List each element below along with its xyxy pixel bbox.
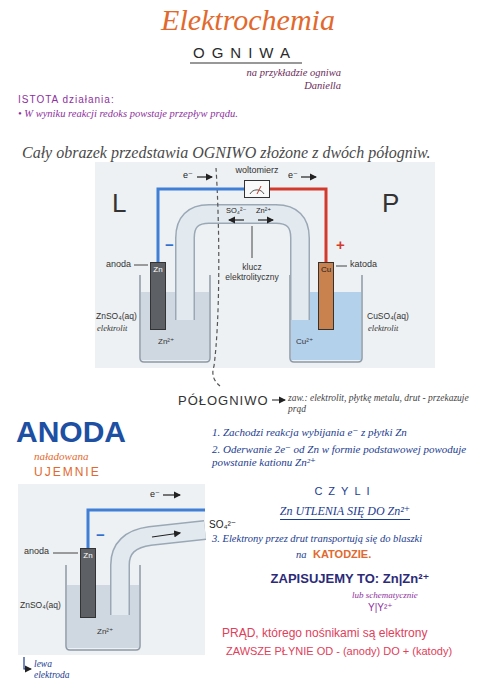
polarity-sign: − (165, 236, 174, 254)
electrode-plate: Zn (150, 262, 166, 330)
section-note: naładowana (34, 450, 88, 463)
ion-label: Cu²⁺ (296, 337, 313, 347)
highlight-word: KATODZIE. (313, 548, 371, 561)
electrode-symbol: Cu (321, 265, 331, 275)
subtitle-note: na przykładzie ogniwa Daniella (236, 67, 341, 92)
section-heading: ISTOTA działania: (18, 94, 115, 106)
pointer-arrow (272, 399, 285, 400)
electron-arrow (301, 176, 316, 177)
part-label: elektrolit (97, 323, 127, 333)
ion-label: SO₄²⁻ (226, 206, 246, 215)
part-label: katoda (350, 259, 377, 270)
wire (158, 189, 244, 262)
bullet-note: • W wyniku reakcji redoks powstaje przep… (18, 108, 238, 121)
leader-line (53, 553, 78, 554)
key-statement: Zn UTLENIA SIĘ DO Zn²⁺ (280, 504, 410, 520)
ion-arrow (258, 219, 273, 220)
salt-bridge-inner (185, 214, 300, 320)
electrode-symbol: Zn (83, 551, 92, 561)
step-text: na (296, 549, 307, 562)
title: Elektrochemia (161, 2, 335, 38)
leader-line (336, 266, 347, 267)
photo-background (95, 162, 435, 368)
polarity-sign: − (96, 526, 105, 544)
underline (190, 62, 302, 63)
intro-sentence: Cały obrazek przedstawia OGNIWO złożone … (22, 143, 431, 162)
step-text: 3. Elektrony przez drut transportują się… (212, 533, 422, 546)
half-cell-boundary (213, 168, 220, 386)
device-label: woltomierz (236, 165, 279, 176)
salt-bridge-inner (120, 530, 205, 615)
section-note: UJEMNIE (34, 465, 101, 479)
ion-label: Zn²⁺ (97, 627, 113, 637)
electron-arrow (163, 494, 180, 495)
step-text: 2. Oderwanie 2e⁻ od Zn w formie podstawo… (212, 443, 484, 469)
solution-label: CuSO₄(aq) (367, 311, 409, 321)
side-letter: L (112, 188, 126, 219)
dial-needle (257, 186, 261, 194)
electrode-symbol: Zn (153, 265, 162, 275)
part-label: klucz elektrolityczny (221, 262, 283, 282)
voltmeter-dial (245, 181, 269, 197)
connector-word: CZYLI (314, 485, 375, 498)
ion-arrow (229, 219, 244, 220)
wire (88, 510, 205, 548)
leader-line (252, 226, 253, 258)
pointer-arrow (24, 657, 31, 669)
electron-label: e⁻ (150, 489, 160, 500)
wire (270, 189, 326, 262)
notation-note: lub schematycznie (352, 590, 418, 601)
electron-label: e⁻ (183, 170, 193, 181)
side-letter: P (382, 188, 399, 219)
section-heading: ANODA (16, 414, 126, 450)
part-note: lewa elektroda (34, 659, 89, 682)
rule-text: ZAWSZE PŁYNIE OD - (anody) DO + (katody) (226, 645, 452, 658)
notation: ZAPISUJEMY TO: Zn|Zn²⁺ (271, 571, 430, 587)
photo-background (18, 484, 205, 655)
term-definition: zaw.: elektrolit, płytkę metalu, drut - … (288, 393, 483, 416)
leader-line (134, 265, 148, 266)
solution-label: ZnSO₄(aq) (96, 311, 137, 321)
notation: Y|Y²⁺ (368, 602, 393, 614)
salt-bridge (185, 214, 300, 320)
ion-label: SO₄²⁻ (209, 519, 236, 531)
ion-label: Zn²⁺ (158, 337, 174, 347)
electron-label: e⁻ (288, 170, 298, 181)
part-label: anoda (106, 259, 131, 270)
part-label: anoda (24, 546, 49, 557)
electrode-plate: Cu (318, 262, 334, 330)
ion-label: Zn²⁺ (256, 206, 271, 215)
voltmeter: woltomierz (244, 180, 270, 198)
electrode-plate: Zn (80, 548, 96, 618)
polarity-sign: + (336, 236, 345, 254)
subtitle: OGNIWA (193, 44, 297, 62)
rule-text: PRĄD, którego nośnikami są elektrony (222, 626, 427, 640)
ion-arrow (152, 533, 180, 537)
electron-arrow (197, 176, 212, 177)
part-label: elektrolit (368, 323, 398, 333)
term-heading: PÓŁOGNIWO (178, 393, 269, 409)
step-text: 1. Zachodzi reakcja wybijania e⁻ z płytk… (212, 426, 407, 439)
salt-bridge (120, 530, 205, 615)
solution-label: ZnSO₄(aq) (20, 600, 61, 610)
